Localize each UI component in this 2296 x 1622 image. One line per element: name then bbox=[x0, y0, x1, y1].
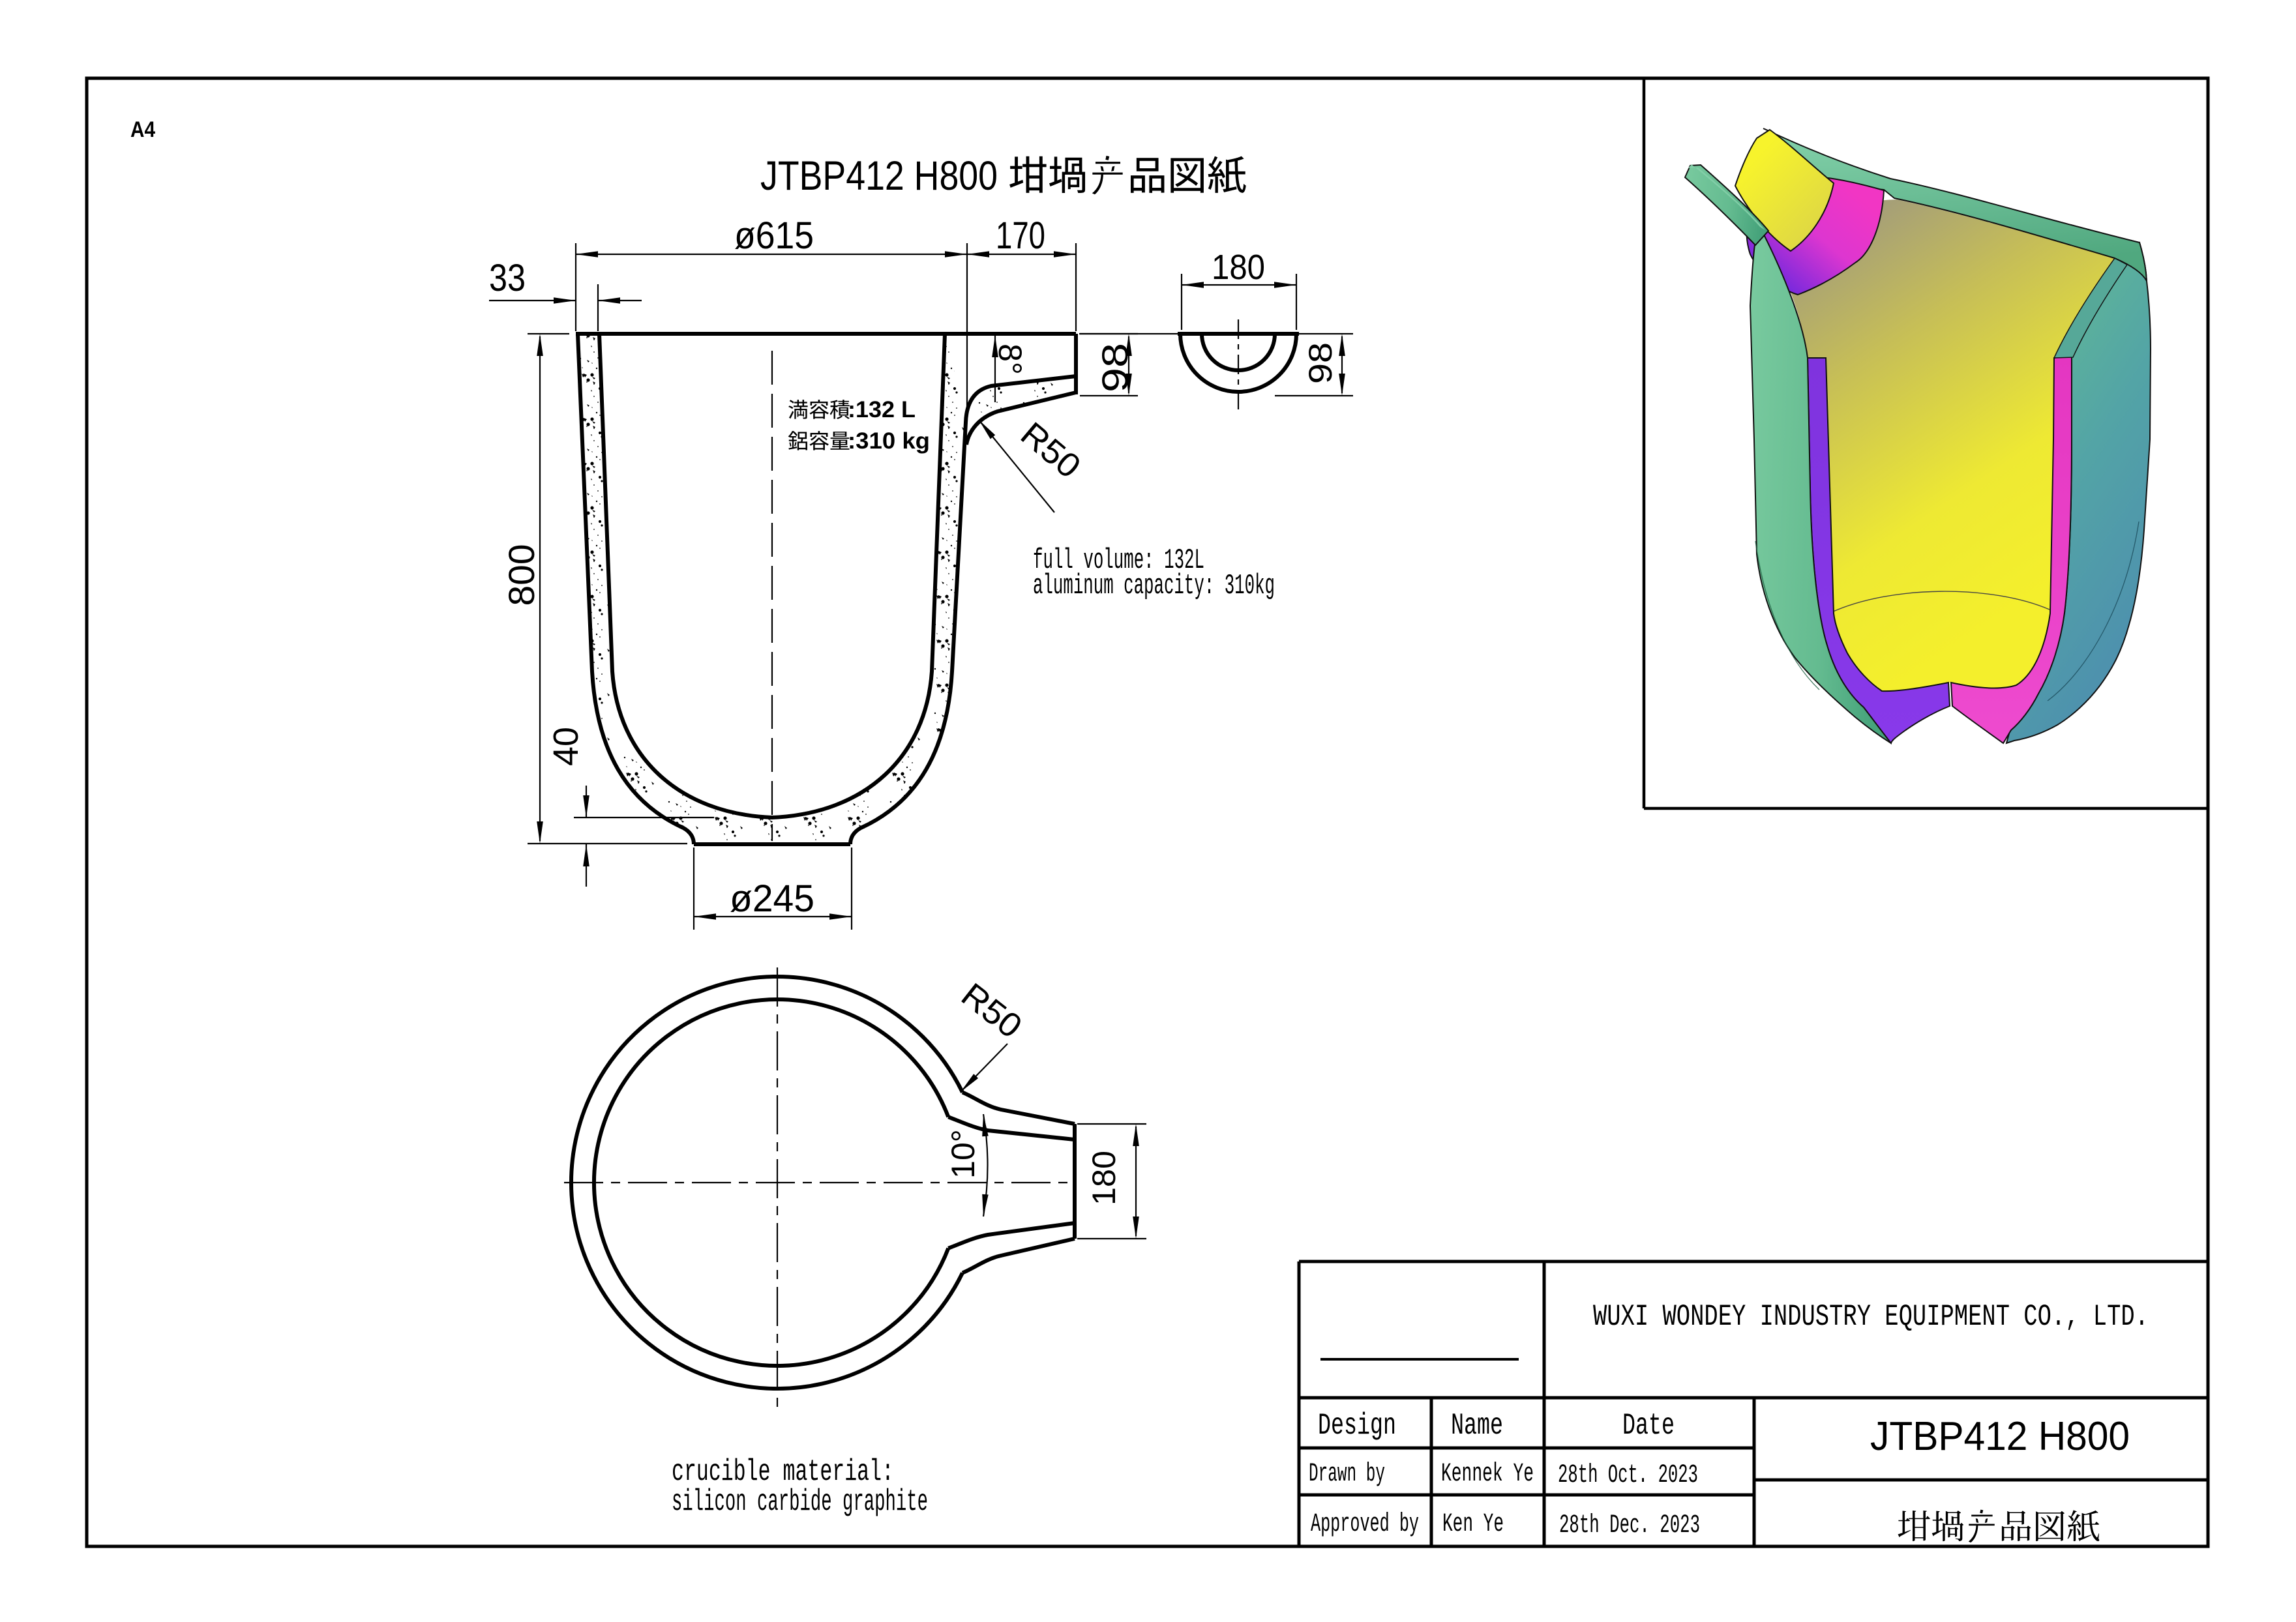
svg-text:800: 800 bbox=[501, 544, 542, 606]
svg-text:98: 98 bbox=[1302, 342, 1339, 384]
svg-text:crucible material:: crucible material: bbox=[672, 1455, 894, 1489]
svg-text:28th Dec. 2023: 28th Dec. 2023 bbox=[1559, 1511, 1700, 1541]
svg-text:Kennek Ye: Kennek Ye bbox=[1441, 1460, 1534, 1489]
svg-text:170: 170 bbox=[996, 214, 1045, 257]
svg-text:JTBP412 H800: JTBP412 H800 bbox=[1870, 1414, 2130, 1459]
svg-text:aluminum capacity: 310kg: aluminum capacity: 310kg bbox=[1033, 570, 1275, 602]
svg-text::132 L: :132 L bbox=[848, 397, 916, 422]
svg-text:8°: 8° bbox=[992, 344, 1028, 375]
svg-text:Drawn by: Drawn by bbox=[1309, 1460, 1385, 1489]
svg-text:180: 180 bbox=[1086, 1151, 1122, 1205]
svg-text:WUXI WONDEY INDUSTRY EQUIPMENT: WUXI WONDEY INDUSTRY EQUIPMENT CO., LTD. bbox=[1593, 1300, 2149, 1334]
svg-text:silicon carbide graphite: silicon carbide graphite bbox=[672, 1485, 928, 1519]
svg-text:A4: A4 bbox=[130, 117, 155, 142]
svg-text:98: 98 bbox=[1094, 343, 1135, 392]
svg-text:Date: Date bbox=[1622, 1409, 1675, 1443]
svg-text:Approved by: Approved by bbox=[1311, 1510, 1419, 1539]
svg-text:40: 40 bbox=[546, 727, 586, 766]
svg-text::310 kg: :310 kg bbox=[848, 428, 930, 454]
svg-text:10°: 10° bbox=[945, 1129, 981, 1179]
svg-text:33: 33 bbox=[489, 257, 526, 299]
svg-text:JTBP412 H800: JTBP412 H800 bbox=[760, 153, 998, 199]
svg-text:Design: Design bbox=[1318, 1409, 1396, 1443]
svg-text:Name: Name bbox=[1451, 1409, 1503, 1443]
svg-text:full volume: 132L: full volume: 132L bbox=[1033, 544, 1204, 577]
svg-text:Ken Ye: Ken Ye bbox=[1442, 1510, 1504, 1539]
svg-text:ø615: ø615 bbox=[734, 214, 814, 257]
svg-text:28th Oct. 2023: 28th Oct. 2023 bbox=[1558, 1461, 1698, 1490]
svg-text:180: 180 bbox=[1212, 248, 1265, 287]
svg-text:ø245: ø245 bbox=[730, 877, 814, 920]
